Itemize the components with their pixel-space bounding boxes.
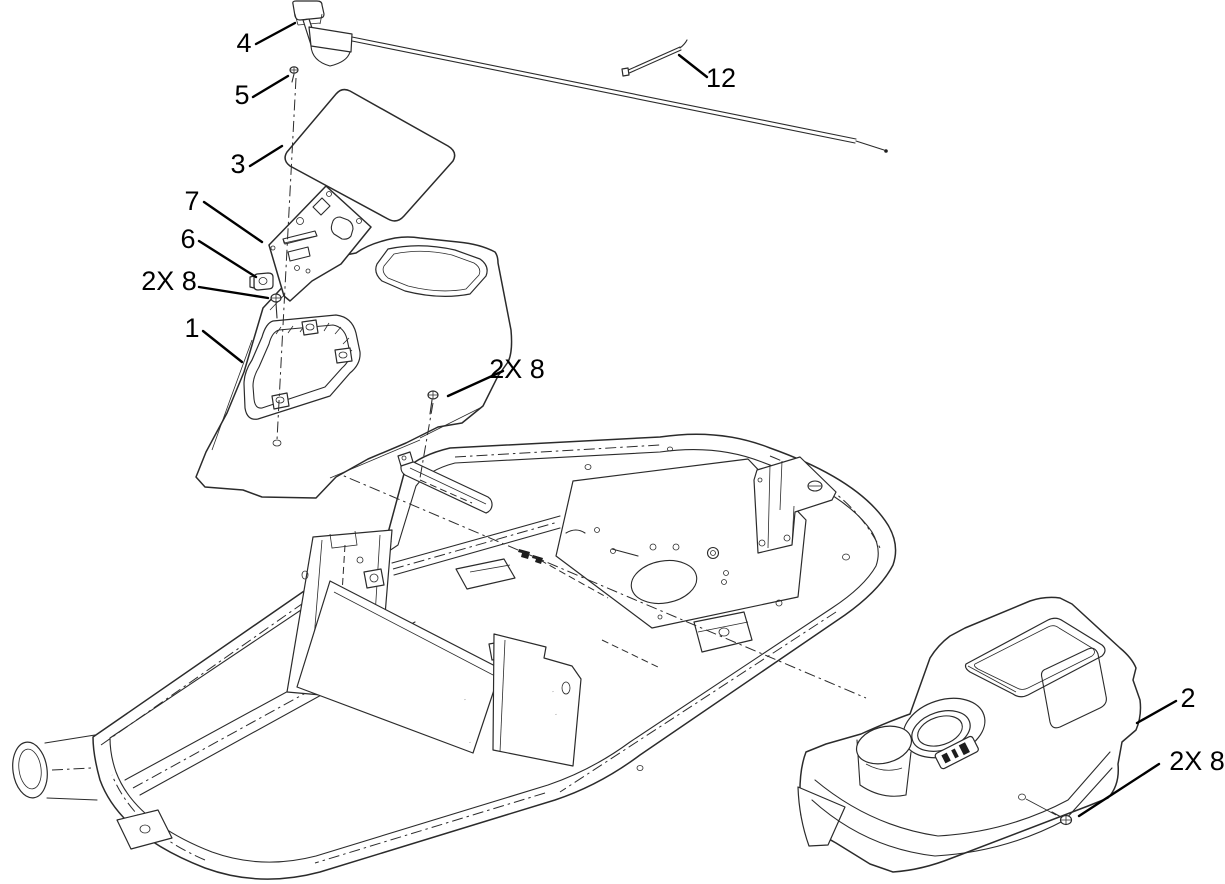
leader-lines [197,21,1178,818]
screw-axis-left [276,77,297,441]
fuel-decal [934,735,979,770]
callout-3: 3 [230,149,245,179]
callout-2x8-c: 2X 8 [1169,746,1225,776]
screw-axis-middle [419,402,434,479]
rod-part-12 [621,39,688,77]
console-part-2 [797,596,1142,873]
console-mount-rail [397,451,493,514]
callout-5: 5 [234,80,249,110]
caster-tube [12,734,98,801]
screw-part-8-lower [1051,811,1073,826]
screw-part-8-middle [427,390,439,415]
callout-12: 12 [706,63,736,93]
square-hole [312,197,331,216]
control-panel-part-7 [268,185,372,302]
callout-2: 2 [1180,683,1195,713]
screw-hole [1018,793,1026,801]
screw-hole [272,439,282,447]
lever-rod-part-4 [292,0,888,153]
frame-assembly [12,433,897,880]
seat-plate [539,458,807,669]
callout-labels: 4 5 3 7 6 2X 8 1 2X 8 12 2 2X 8 [141,28,1225,776]
callout-1: 1 [184,313,199,343]
callout-6: 6 [180,224,195,254]
cup-cylinder [855,725,913,797]
ignition-hole [330,216,354,240]
clip-nut-part-6 [249,272,274,291]
panel-part-3 [284,88,456,222]
screw-part-5 [289,66,299,83]
right-column-bracket [492,633,582,767]
frame-bracket-small [116,809,173,850]
callout-2x8-a: 2X 8 [141,266,197,296]
engine-hole [630,559,698,605]
rect-hole [287,246,311,262]
screw-part-8-upper [270,293,282,319]
callout-2x8-b: 2X 8 [489,354,545,384]
mounting-tab [693,611,753,653]
callout-7: 7 [184,186,199,216]
lever-slot [282,230,318,245]
callout-4: 4 [236,28,251,58]
rear-bracket [753,456,837,554]
